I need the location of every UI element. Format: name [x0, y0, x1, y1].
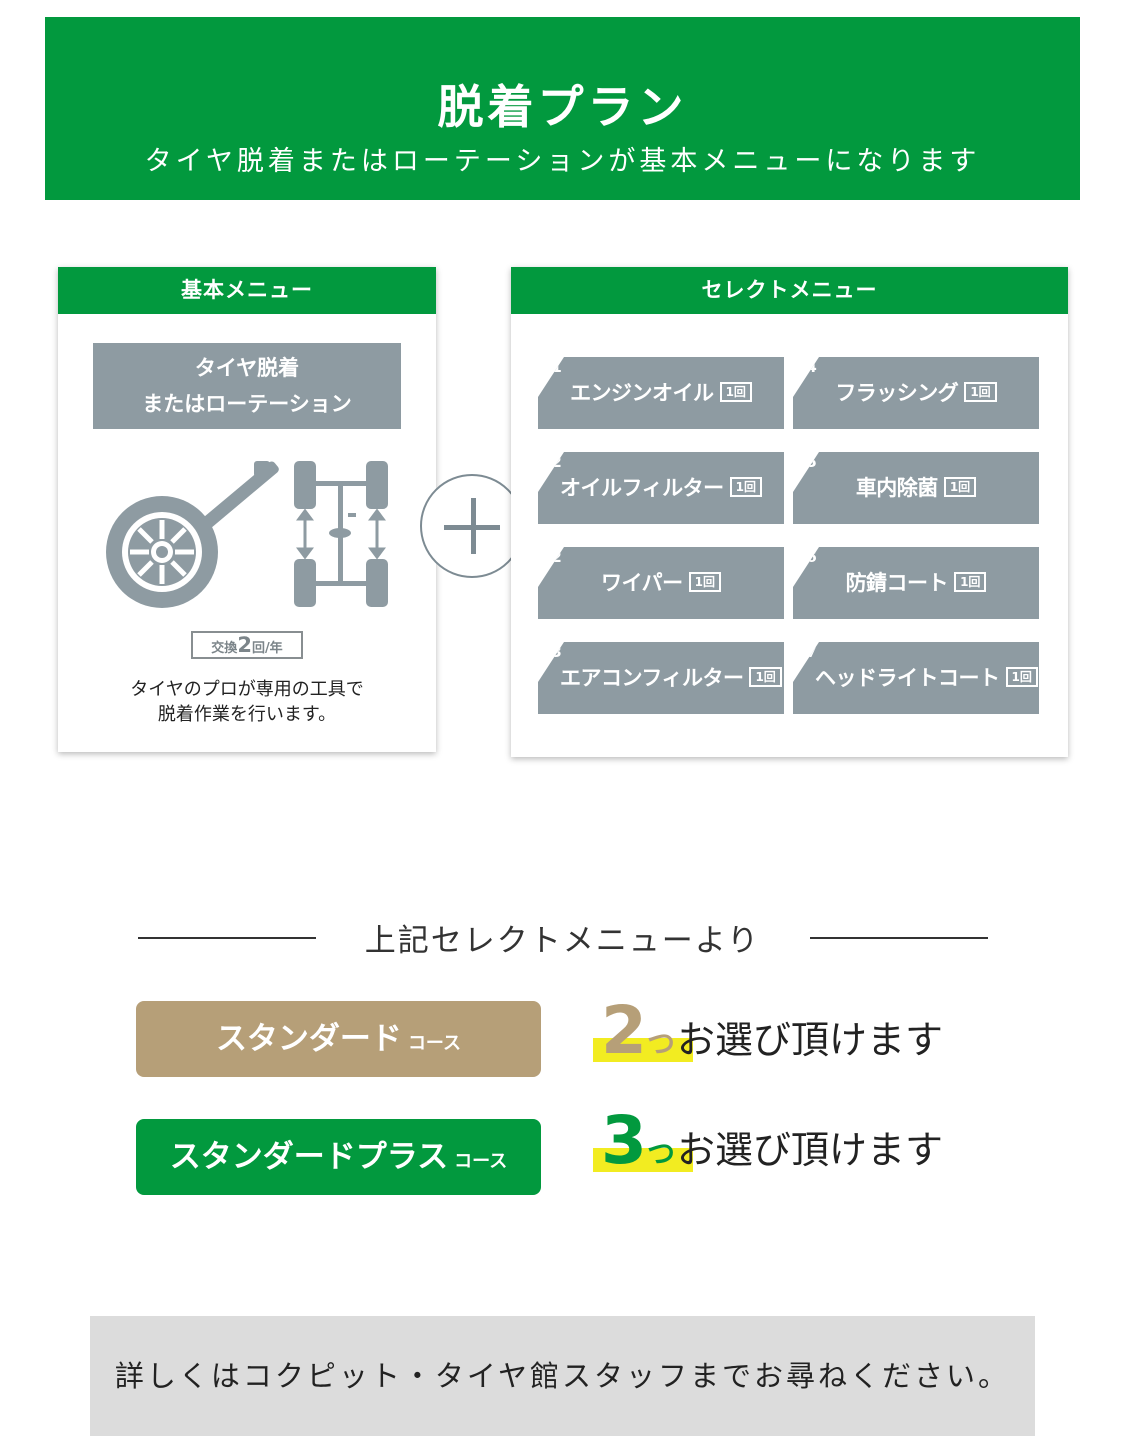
- frequency-prefix: 交換: [211, 641, 238, 656]
- frequency-suffix: 回/年: [251, 641, 283, 656]
- standard-count-text: お選び頂けます: [676, 1018, 943, 1062]
- select-menu-item-label: エアコンフィルター: [560, 666, 744, 690]
- frequency-number: 2: [237, 633, 252, 657]
- standard-course-button[interactable]: スタンダードコース: [136, 1001, 541, 1077]
- standard-course-suffix: コース: [407, 1033, 462, 1054]
- select-menu-item-number: 01: [541, 358, 562, 376]
- select-menu-item-label: 車内除菌: [855, 476, 939, 500]
- basic-menu-label-line2: またはローテーション: [142, 392, 352, 416]
- count-highlight: [593, 1038, 693, 1062]
- basic-menu-label-line1: タイヤ脱着: [194, 356, 300, 380]
- select-menu-item-number: 07: [796, 643, 817, 661]
- footer-note: 詳しくはコクピット・タイヤ館スタッフまでお尋ねください。: [90, 1316, 1035, 1436]
- divider-left: [138, 937, 316, 939]
- tire-icon: [106, 496, 218, 608]
- select-menu-item-label: ヘッドライトコート: [815, 666, 1000, 690]
- tire-rotation-illustration: [106, 461, 388, 608]
- select-menu-item-number: 02: [541, 453, 562, 471]
- standard-plus-count-counter: つ: [646, 1137, 675, 1170]
- standard-count-counter: つ: [646, 1027, 675, 1060]
- plan-header: 脱着プラン タイヤ脱着またはローテーションが基本メニューになります: [45, 17, 1080, 200]
- standard-plus-course-name: スタンダードプラス: [169, 1139, 449, 1175]
- standard-plus-count-text: お選び頂けます: [676, 1128, 943, 1172]
- standard-plus-course-button[interactable]: スタンダードプラスコース: [136, 1119, 541, 1195]
- select-menu-item-label: エンジンオイル: [570, 381, 714, 405]
- select-menu-item-badge: 1回: [954, 572, 987, 592]
- select-menu-item-number: 06: [796, 548, 817, 566]
- select-menu-item-number: 04: [796, 358, 817, 376]
- select-menu-item-badge: 1回: [749, 667, 782, 687]
- frequency-badge: 交換2回/年: [191, 631, 303, 659]
- select-menu-item-number: 03: [541, 643, 562, 661]
- basic-menu-heading: 基本メニュー: [58, 267, 436, 314]
- choose-heading: 上記セレクトメニューより: [364, 923, 761, 959]
- standard-count-number: 2: [601, 992, 647, 1069]
- basic-desc-line2: 脱着作業を行います。: [157, 704, 337, 725]
- rotation-arrows-icon: [296, 508, 386, 560]
- divider-right: [810, 937, 988, 939]
- basic-menu-description: タイヤのプロが専用の工具で 脱着作業を行います。: [58, 677, 436, 727]
- standard-plus-course-suffix: コース: [454, 1151, 508, 1172]
- basic-desc-line1: タイヤのプロが専用の工具で: [130, 679, 364, 700]
- select-menu-item-label: フラッシング: [835, 381, 959, 405]
- select-menu-item-number: 02: [541, 548, 562, 566]
- standard-course-count: 2つお選び頂けます: [593, 992, 943, 1069]
- plus-icon: [420, 474, 524, 578]
- select-menu-heading: セレクトメニュー: [511, 267, 1068, 314]
- select-menu-item-number: 05: [796, 453, 817, 471]
- select-menu-item-badge: 1回: [964, 382, 997, 402]
- select-menu-item-badge: 1回: [943, 477, 977, 497]
- page-subtitle: タイヤ脱着またはローテーションが基本メニューになります: [144, 146, 981, 177]
- select-menu-item-badge: 1回: [729, 477, 762, 497]
- select-menu-item-label: ワイパー: [601, 571, 683, 595]
- basic-menu-card: 基本メニュー タイヤ脱着 またはローテーション: [58, 267, 436, 752]
- basic-menu-label: タイヤ脱着 またはローテーション: [93, 343, 401, 429]
- standard-plus-count-number: 3: [601, 1102, 647, 1179]
- count-highlight: [593, 1148, 693, 1172]
- select-menu-item-badge: 1回: [719, 382, 752, 402]
- select-menu-item-badge: 1回: [688, 572, 721, 592]
- select-menu-item-label: 防錆コート: [845, 571, 949, 595]
- page-title: 脱着プラン: [437, 80, 688, 134]
- standard-course-name: スタンダード: [215, 1021, 402, 1057]
- standard-plus-course-count: 3つお選び頂けます: [593, 1102, 943, 1179]
- chassis-icon: [294, 461, 388, 607]
- select-menu-item-badge: 1回: [1005, 667, 1038, 687]
- select-menu-item-label: オイルフィルター: [560, 476, 724, 500]
